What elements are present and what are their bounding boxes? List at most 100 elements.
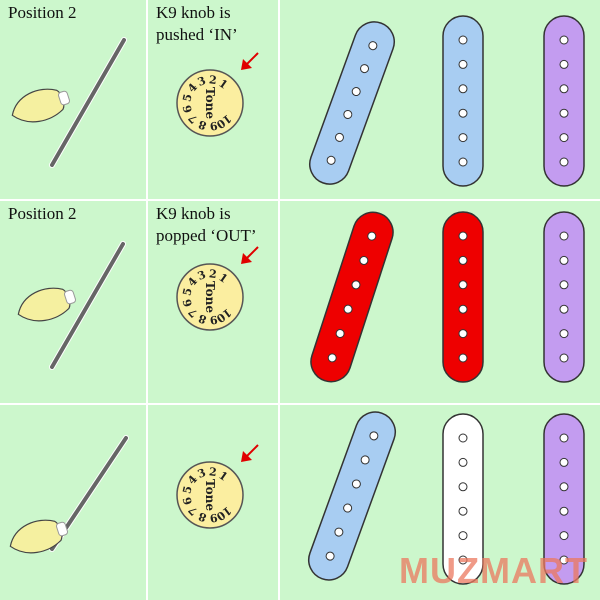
pickup-neck (307, 411, 397, 581)
pole-piece (367, 231, 377, 241)
pickup-body (307, 411, 397, 581)
pole-piece (343, 503, 353, 513)
pickup-bridge (543, 413, 585, 585)
pole-piece (327, 353, 337, 363)
pole-piece (458, 108, 468, 118)
knob-state-label: K9 knob is pushed ‘IN’ (156, 3, 238, 44)
pole-piece (559, 35, 569, 45)
pick-body (9, 519, 63, 554)
knob-number: 3 (196, 268, 208, 283)
pole-piece (458, 133, 468, 143)
pole-piece (351, 280, 361, 290)
pole-piece (559, 157, 569, 167)
switch-tip-icon (11, 88, 71, 123)
pole-piece (369, 431, 379, 441)
pole-piece (559, 84, 569, 94)
pole-piece (458, 84, 468, 94)
pole-piece (458, 255, 468, 265)
pole-piece (359, 255, 369, 265)
pole-piece (458, 482, 468, 492)
pole-piece (559, 304, 569, 314)
switch-drawing (11, 37, 127, 168)
pickup-body (309, 21, 395, 185)
pole-piece (351, 479, 361, 489)
pickup-body (442, 413, 484, 585)
knob-number: 6 (180, 495, 195, 506)
knob-number: 2 (208, 465, 217, 479)
knob-number: 5 (180, 93, 194, 103)
pickup-drawing (307, 411, 585, 585)
pole-piece (559, 353, 569, 363)
pickup-bridge (543, 211, 585, 383)
pointer-arrow-head (241, 451, 252, 462)
pick-ferrule (57, 90, 71, 106)
pickup-drawing (309, 15, 585, 187)
knob-number: 3 (196, 74, 208, 89)
pickup-middle (442, 413, 484, 585)
pointer-arrow-head (241, 59, 252, 70)
pick-ferrule (55, 521, 69, 537)
pole-piece (559, 555, 569, 565)
pickup-body (310, 211, 394, 383)
pole-piece (335, 329, 345, 339)
pick-body (17, 287, 71, 322)
pole-piece (559, 482, 569, 492)
knob-number: 9 (209, 119, 219, 133)
pole-piece (458, 231, 468, 241)
pole-piece (458, 35, 468, 45)
knob-number: 8 (196, 311, 208, 326)
pole-piece (458, 353, 468, 363)
pickups-cell (280, 0, 600, 199)
switch-cell: Position 2 (0, 0, 146, 199)
pole-piece (559, 457, 569, 467)
pickup-middle (442, 15, 484, 187)
pickup-bridge (543, 15, 585, 187)
pole-piece (334, 527, 344, 537)
knob-state-label: K9 knob is popped ‘OUT’ (156, 204, 257, 245)
pole-piece (559, 506, 569, 516)
pole-piece (559, 329, 569, 339)
switch-drawing (17, 241, 126, 370)
pole-piece (458, 59, 468, 69)
pole-piece (559, 433, 569, 443)
knob-number: 3 (196, 466, 208, 481)
pickups-cell (280, 405, 600, 600)
switch-lever (50, 38, 126, 167)
pole-piece (458, 506, 468, 516)
pickup-body (543, 413, 585, 585)
position-label: Position 2 (8, 204, 77, 223)
pole-piece (458, 433, 468, 443)
pole-piece (343, 304, 353, 314)
pole-piece (343, 109, 353, 119)
switch-cell: Position 2 (0, 201, 146, 403)
switch-cell (0, 405, 146, 600)
pickup-body (543, 211, 585, 383)
knob-number: 2 (208, 267, 217, 281)
pole-piece (458, 304, 468, 314)
pole-piece (360, 455, 370, 465)
knob-word: Tone (203, 479, 217, 511)
pole-piece (458, 157, 468, 167)
knob-word: Tone (203, 281, 217, 313)
knob-number: 9 (209, 511, 219, 525)
pole-piece (559, 531, 569, 541)
pole-piece (559, 108, 569, 118)
watermark-logo: MUZMART (399, 550, 588, 591)
knob-number: 9 (209, 313, 219, 327)
pole-piece (458, 280, 468, 290)
pickup-body (442, 211, 484, 383)
knob-number: 2 (208, 73, 217, 87)
switch-tip-icon (9, 519, 69, 554)
switch-lever (50, 242, 125, 369)
knob-face (176, 69, 244, 137)
pole-piece (559, 255, 569, 265)
pick-body (11, 88, 65, 123)
pickups-cell (280, 201, 600, 403)
pole-piece (458, 531, 468, 541)
